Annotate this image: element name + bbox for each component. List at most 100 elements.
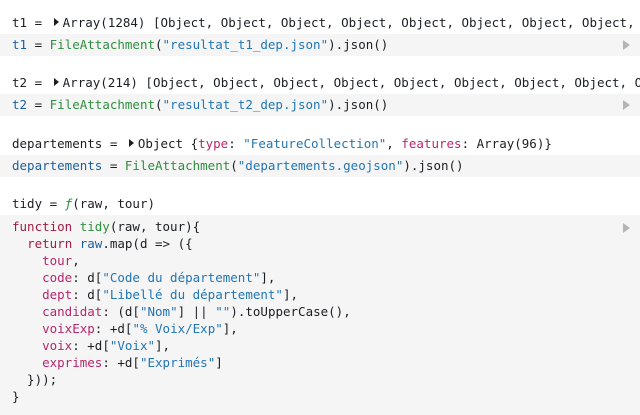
output-name: tidy bbox=[12, 196, 43, 211]
code-token: "Code du département" bbox=[102, 270, 261, 285]
code-token: , bbox=[72, 253, 80, 268]
code-token: ] || bbox=[177, 304, 216, 319]
output-name: t2 bbox=[12, 75, 28, 90]
output-tidy[interactable]: tidy = ƒ(raw, tour) bbox=[0, 193, 640, 215]
code-line: code: d["Code du département"], bbox=[12, 269, 640, 286]
code-line: voixExp: +d["% Voix/Exp"], bbox=[12, 320, 640, 337]
code-line: tour, bbox=[12, 252, 640, 269]
code-token: ], bbox=[260, 270, 276, 285]
code-line: exprimes: +d["Exprimés"] bbox=[12, 354, 640, 371]
expand-caret-icon[interactable] bbox=[53, 78, 59, 86]
code-token bbox=[12, 355, 42, 370]
code-line: voix: +d["Voix"], bbox=[12, 337, 640, 354]
output-t1[interactable]: t1 = Array(1284) [Object, Object, Object… bbox=[0, 12, 640, 34]
output-name: t1 bbox=[12, 15, 28, 30]
equals: = bbox=[102, 136, 125, 151]
equals: = bbox=[42, 196, 65, 211]
code-token: ], bbox=[282, 287, 299, 302]
output-name: departements bbox=[12, 136, 103, 151]
code-token: tidy bbox=[79, 219, 110, 234]
code-token: tour bbox=[42, 253, 73, 268]
run-play-icon[interactable] bbox=[623, 40, 630, 50]
source-t2[interactable]: t2 = FileAttachment("resultat_t2_dep.jso… bbox=[0, 94, 640, 116]
code-token: dept bbox=[42, 287, 73, 302]
code-token bbox=[12, 253, 42, 268]
code-token: "Libellé du département" bbox=[102, 287, 283, 302]
source-lhs: t1 bbox=[12, 37, 28, 52]
run-play-icon[interactable] bbox=[623, 100, 630, 110]
code-line: })); bbox=[12, 371, 640, 388]
source-lhs: t2 bbox=[12, 97, 28, 112]
code-token: : +d[ bbox=[94, 321, 133, 336]
code-token: : +d[ bbox=[72, 338, 110, 353]
source-tidy[interactable]: function tidy(raw, tour){ return raw.map… bbox=[0, 215, 640, 415]
output-type: Array(214) bbox=[62, 75, 138, 90]
brace: { bbox=[183, 136, 199, 151]
output-t2[interactable]: t2 = Array(214) [Object, Object, Object,… bbox=[0, 72, 640, 94]
source-fn: FileAttachment bbox=[49, 97, 155, 112]
code-token bbox=[12, 338, 42, 353]
source-t1[interactable]: t1 = FileAttachment("resultat_t1_dep.jso… bbox=[0, 34, 640, 56]
code-token: : (d[ bbox=[102, 304, 140, 319]
code-token: .map(d => ({ bbox=[102, 236, 193, 251]
source-tail: ).json() bbox=[403, 158, 464, 173]
expand-caret-icon[interactable] bbox=[128, 139, 134, 147]
brace: } bbox=[544, 136, 552, 151]
run-play-icon[interactable] bbox=[623, 223, 630, 233]
output-departements[interactable]: departements = Object {type: "FeatureCol… bbox=[12, 136, 552, 151]
source-fn: FileAttachment bbox=[124, 158, 231, 173]
code-token: "" bbox=[215, 304, 231, 319]
object-value: Array(96) bbox=[476, 136, 545, 151]
equals: = bbox=[102, 158, 125, 173]
code-line: function tidy(raw, tour){ bbox=[12, 218, 640, 235]
source-tail: ).json() bbox=[328, 97, 389, 112]
code-token: ] bbox=[215, 355, 223, 370]
source-fn: FileAttachment bbox=[49, 37, 155, 52]
cell-departements: departements = Object {type: "FeatureCol… bbox=[0, 133, 640, 177]
object-key: type bbox=[198, 136, 229, 151]
code-token bbox=[12, 304, 42, 319]
code-token: })); bbox=[12, 372, 58, 387]
code-token: code bbox=[42, 270, 73, 285]
code-token: "% Voix/Exp" bbox=[132, 321, 223, 336]
code-token bbox=[12, 321, 42, 336]
output-preview: [Object, Object, Object, Object, Object,… bbox=[145, 75, 640, 90]
code-token: exprimes bbox=[42, 355, 103, 370]
code-token: function bbox=[12, 219, 80, 234]
code-token bbox=[12, 236, 27, 251]
code-token: voixExp bbox=[42, 321, 95, 336]
source-departements[interactable]: departements = FileAttachment("departeme… bbox=[0, 155, 640, 177]
code-token: ).toUpperCase(), bbox=[230, 304, 351, 319]
output-preview: [Object, Object, Object, Object, Object,… bbox=[152, 15, 640, 30]
code-token: } bbox=[12, 389, 20, 404]
object-key: features bbox=[401, 136, 462, 151]
source-lhs: departements bbox=[12, 158, 103, 173]
code-token: : +d[ bbox=[102, 355, 140, 370]
source-tail: ).json() bbox=[328, 37, 389, 52]
equals: = bbox=[27, 37, 50, 52]
expand-caret-icon[interactable] bbox=[53, 18, 59, 26]
source-file: "resultat_t1_dep.json" bbox=[162, 37, 329, 52]
code-token: : d[ bbox=[72, 270, 103, 285]
code-token: (raw, tour){ bbox=[109, 219, 201, 234]
code-token: voix bbox=[42, 338, 73, 353]
code-token: "Nom" bbox=[139, 304, 178, 319]
code-token: return bbox=[27, 236, 80, 251]
code-token: ], bbox=[155, 338, 171, 353]
code-token: candidat bbox=[42, 304, 103, 319]
paren: ( bbox=[230, 158, 238, 173]
code-token bbox=[12, 287, 42, 302]
object-value: "FeatureCollection" bbox=[243, 136, 387, 151]
code-token: : d[ bbox=[72, 287, 103, 302]
output-type: Object bbox=[137, 136, 184, 151]
separator: , bbox=[386, 136, 402, 151]
equals: = bbox=[27, 97, 50, 112]
cell-t1: t1 = Array(1284) [Object, Object, Object… bbox=[0, 12, 640, 56]
output-type: Array(1284) bbox=[62, 15, 146, 30]
code-token: "Voix" bbox=[109, 338, 156, 353]
cell-t2: t2 = Array(214) [Object, Object, Object,… bbox=[0, 72, 640, 116]
equals: = bbox=[27, 75, 50, 90]
code-line: } bbox=[12, 388, 640, 405]
code-token: "Exprimés" bbox=[139, 355, 216, 370]
source-file: "departements.geojson" bbox=[237, 158, 404, 173]
